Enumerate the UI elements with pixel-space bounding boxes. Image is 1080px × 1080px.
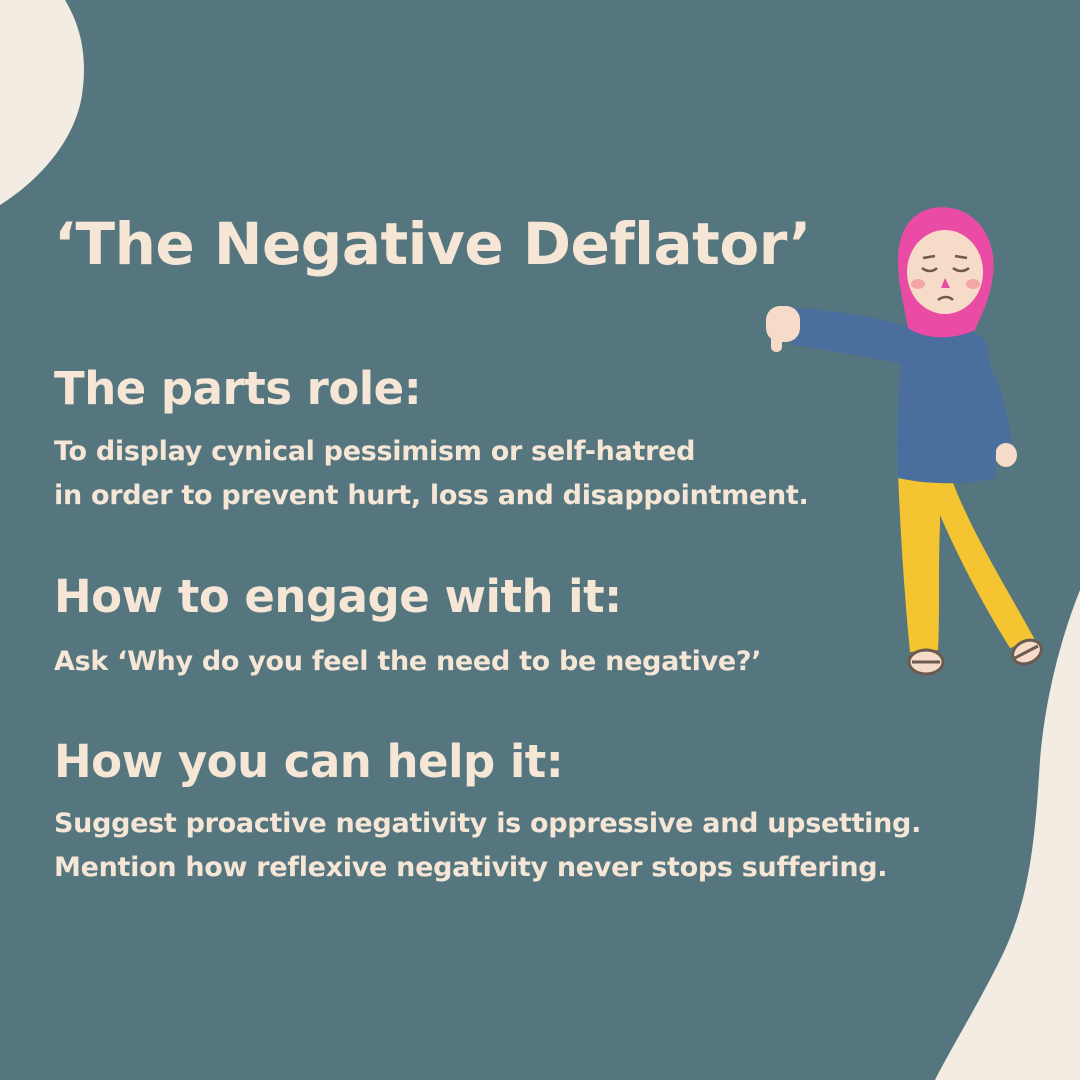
body-line: Mention how reflexive negativity never s… <box>54 852 888 883</box>
frown-mouth <box>937 295 954 302</box>
section-heading-help: How you can help it: <box>54 735 564 788</box>
right-shoe <box>1011 638 1043 666</box>
body-line: Suggest proactive negativity is oppressi… <box>54 808 922 839</box>
thumbs-down-icon <box>766 306 800 352</box>
body-line: To display cynical pessimism or self-hat… <box>54 436 696 467</box>
left-shoe <box>907 648 945 676</box>
thumbs-down-woman-illustration <box>766 207 1043 676</box>
section-heading-parts-role: The parts role: <box>54 362 422 415</box>
closed-eyes <box>921 254 970 273</box>
cheek <box>966 279 980 289</box>
section-body-parts-role: To display cynical pessimism or self-hat… <box>54 430 809 518</box>
body-line: in order to prevent hurt, loss and disap… <box>54 480 809 511</box>
section-body-help: Suggest proactive negativity is oppressi… <box>54 802 921 890</box>
cheek <box>911 279 925 289</box>
hanging-hand <box>995 443 1017 467</box>
nose <box>941 278 950 288</box>
body-line: Ask ‘Why do you feel the need to be nega… <box>54 646 762 677</box>
face <box>907 230 983 314</box>
outstretched-arm <box>792 308 915 365</box>
page-title: ‘The Negative Deflator’ <box>54 210 811 278</box>
pants <box>898 470 1035 652</box>
section-body-engage: Ask ‘Why do you feel the need to be nega… <box>54 640 762 684</box>
section-heading-engage: How to engage with it: <box>54 570 622 623</box>
sweater <box>897 323 997 484</box>
